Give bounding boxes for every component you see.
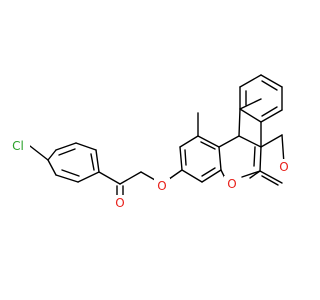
bond: [90, 153, 95, 171]
bond: [239, 74, 262, 88]
bond: [77, 171, 100, 183]
label-background: [224, 176, 240, 192]
bond: [218, 135, 240, 148]
bond: [259, 146, 262, 172]
bond: [55, 174, 79, 183]
bond: [47, 159, 57, 176]
bond: [238, 108, 241, 137]
bond: [260, 109, 283, 123]
lactone-oxygen-label: O: [279, 160, 288, 174]
chlorine-label: Cl: [12, 139, 24, 153]
bond: [201, 169, 222, 183]
bond: [95, 149, 100, 173]
bond: [29, 145, 49, 161]
bond: [55, 142, 77, 151]
bond: [197, 135, 220, 148]
bond: [253, 146, 256, 167]
bond: [260, 134, 283, 148]
bond: [58, 148, 76, 156]
bond: [201, 167, 216, 177]
bond: [249, 170, 261, 179]
bond: [259, 170, 283, 184]
bond: [184, 149, 187, 166]
molecule-structure: Cl O O O O: [6, 74, 292, 211]
bond: [261, 106, 278, 117]
ring-oxygen-label: O: [227, 177, 236, 191]
bond-lines: [29, 74, 285, 196]
bond: [218, 146, 222, 171]
bond: [260, 74, 283, 88]
bond: [61, 169, 80, 177]
bond: [119, 171, 142, 185]
bond: [239, 98, 262, 110]
bond: [98, 171, 121, 185]
label-background: [154, 178, 170, 194]
ether-oxygen-label: O: [157, 179, 166, 193]
ketone-oxygen-label: O: [115, 196, 124, 210]
bond: [47, 149, 57, 161]
bond: [261, 175, 279, 186]
label-background: [276, 159, 292, 175]
label-background: [6, 138, 30, 154]
bond: [179, 146, 183, 171]
bond: [241, 170, 261, 178]
label-background: [112, 195, 128, 211]
bond: [181, 169, 203, 183]
bond: [261, 80, 278, 91]
atom-labels: Cl O O O O: [6, 138, 292, 211]
bond: [238, 135, 262, 148]
bond: [200, 141, 216, 150]
bond: [75, 142, 97, 151]
bond: [239, 108, 262, 123]
bond: [179, 135, 199, 148]
